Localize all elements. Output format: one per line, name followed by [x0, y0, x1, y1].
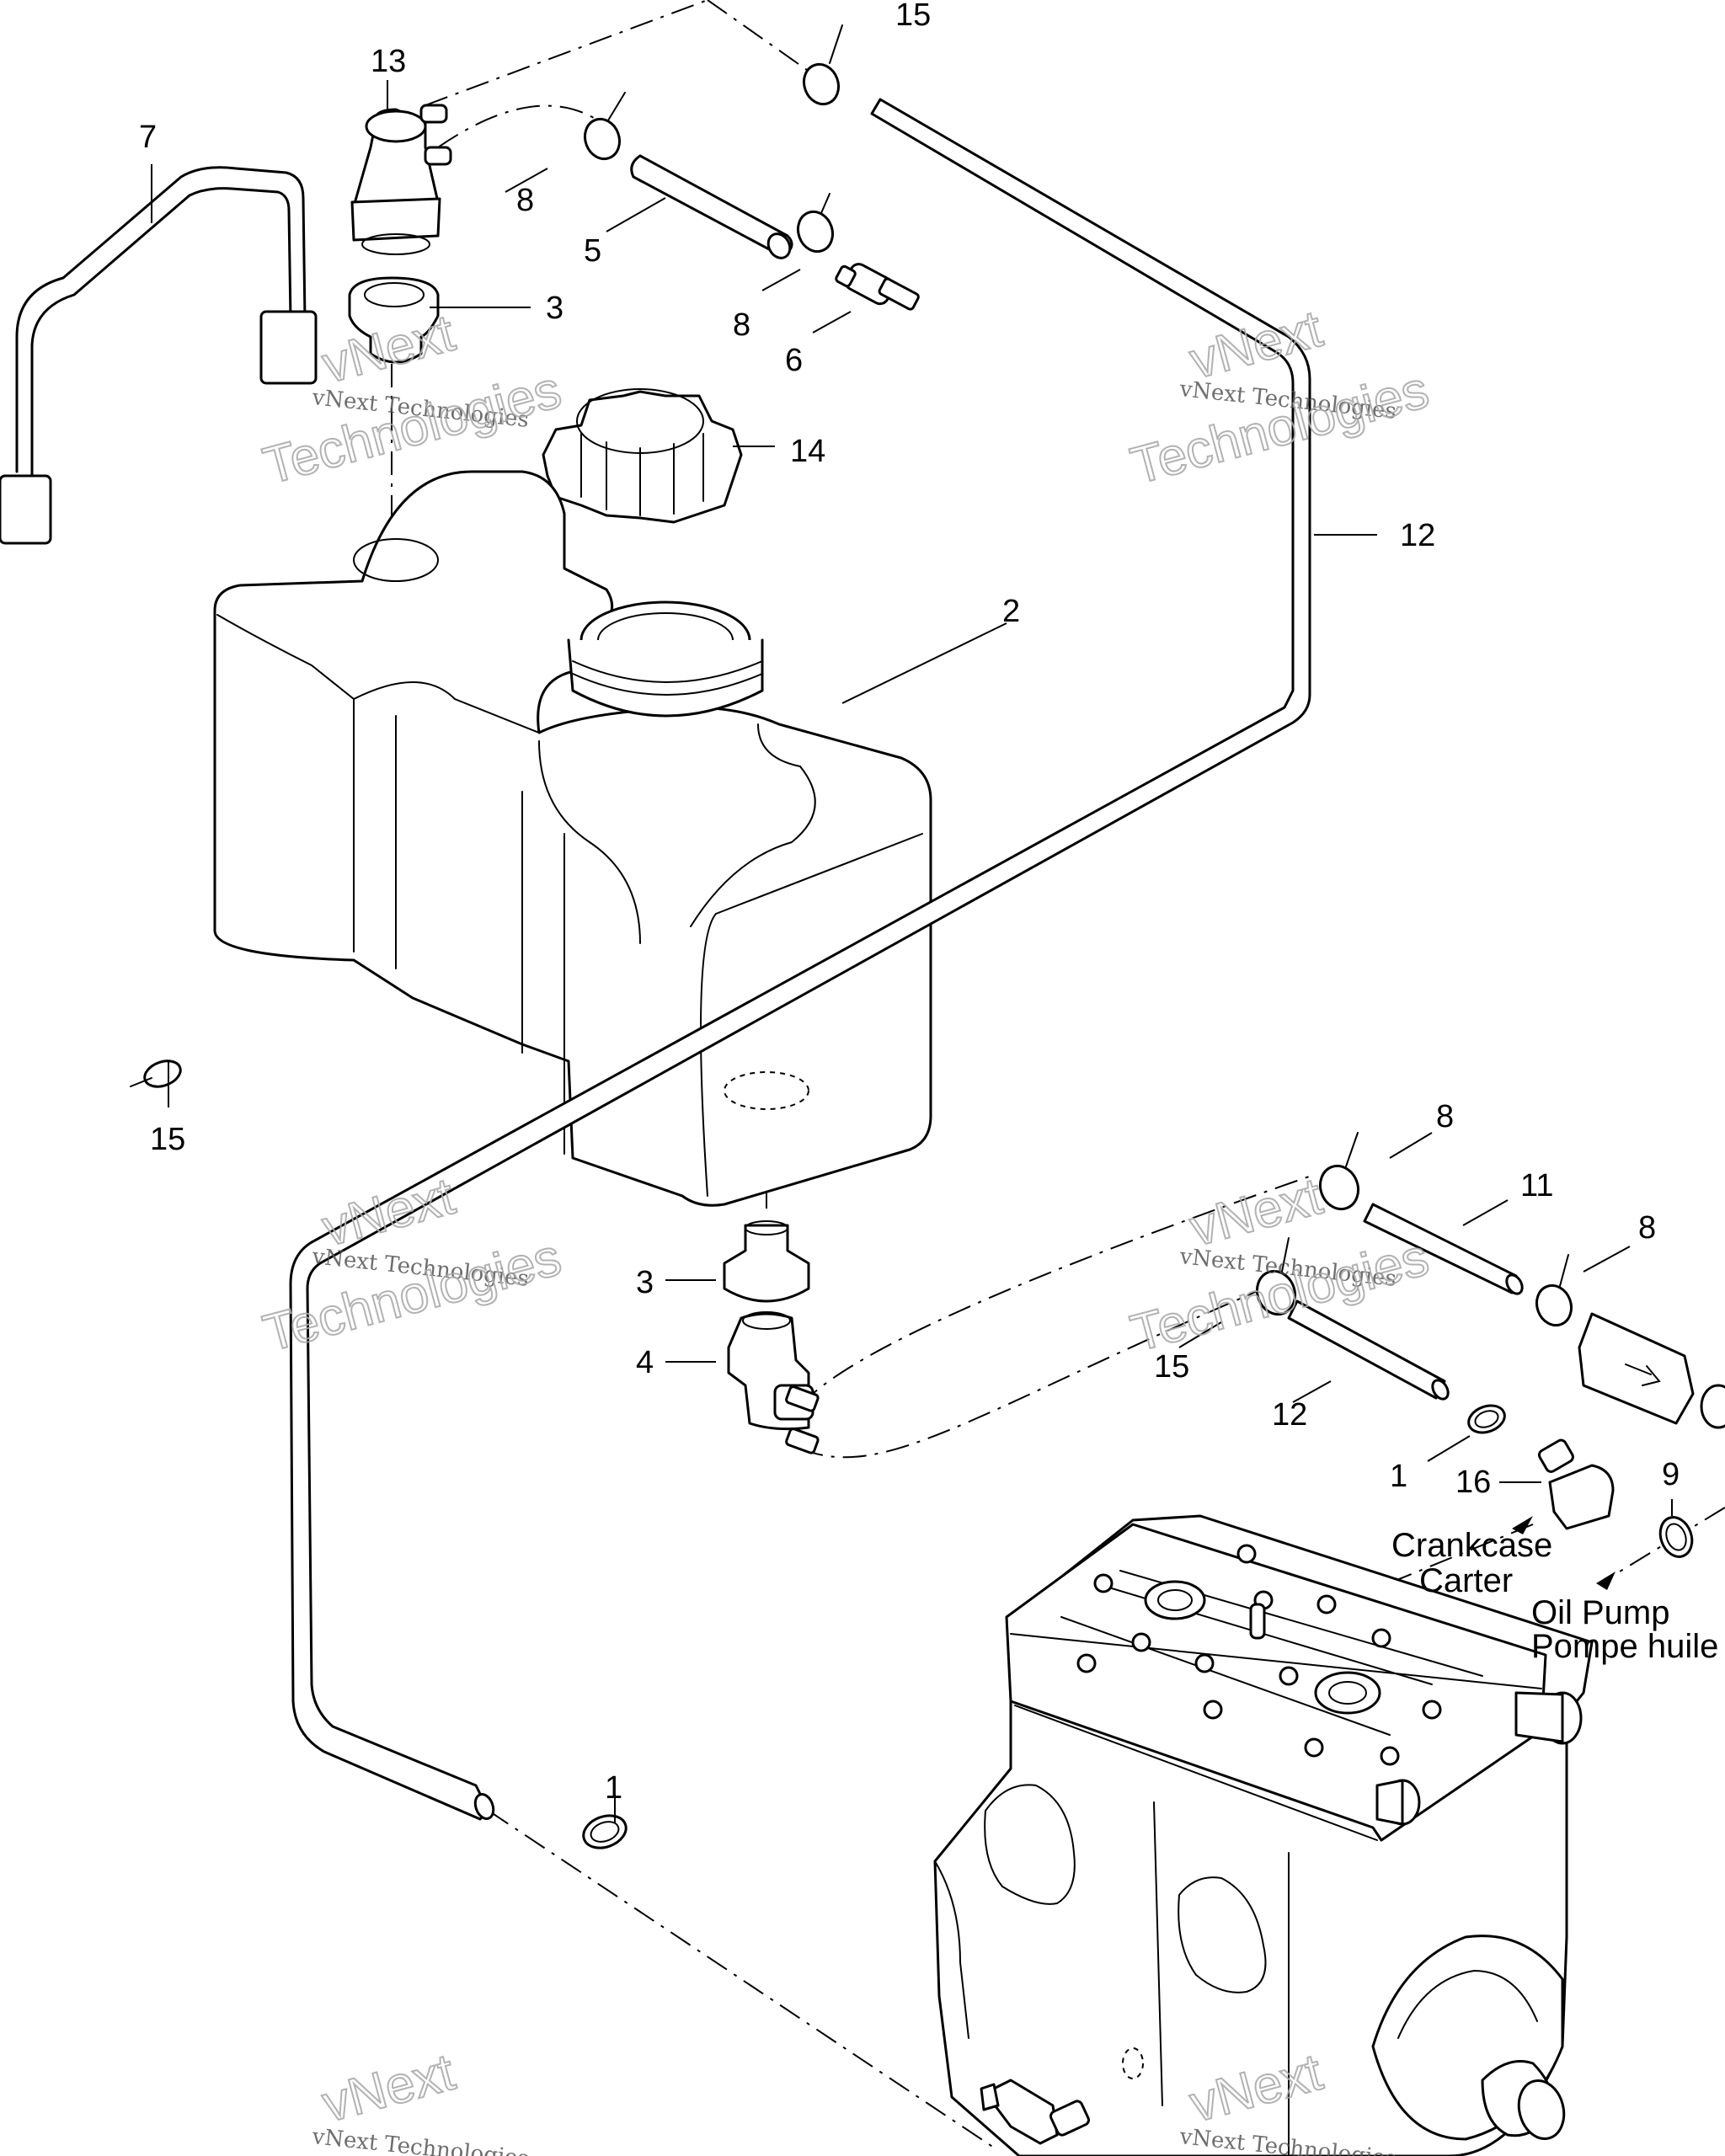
callout-13: 13: [371, 44, 406, 79]
vent-hose: [630, 154, 793, 259]
callout-11: 11: [1520, 1168, 1553, 1203]
note-oil-pump: Oil Pump: [1531, 1594, 1670, 1631]
watermark-big-2b: Technologies: [1125, 360, 1434, 495]
crankcase-route-line: [1347, 1524, 1534, 1601]
vent-route-line-2: [707, 0, 822, 81]
engine-elbow-fitting: [980, 2079, 1090, 2145]
callout-8-right2: 8: [1638, 1210, 1656, 1246]
arrow-crankcase-icon: [1512, 1516, 1533, 1534]
tie-clamp-6: [1255, 1237, 1297, 1316]
tie-clamp-4: [130, 1059, 182, 1088]
callout-7: 7: [139, 120, 157, 155]
vent-hose-long: [289, 98, 1311, 1821]
callout-5: 5: [584, 233, 601, 269]
callout-8-mid: 8: [733, 307, 750, 343]
callout-15-left: 15: [150, 1122, 185, 1157]
callout-2: 2: [1002, 594, 1020, 629]
tie-clamp-7: [1535, 1254, 1573, 1327]
watermark-big-4a: vNext: [1184, 1167, 1328, 1258]
direction-arrows: [1512, 1516, 1616, 1590]
note-crankcase: Crankcase: [1391, 1527, 1552, 1564]
grommet-bottom: [723, 1220, 810, 1303]
tie-clamp-5: [1318, 1132, 1360, 1211]
oilpump-route-line: [1599, 1507, 1725, 1584]
callout-15-right: 15: [1154, 1349, 1189, 1385]
callout-3-bottom: 3: [636, 1265, 654, 1300]
callout-12-right: 12: [1272, 1397, 1307, 1433]
hose-12-short: [1287, 1299, 1450, 1401]
gear-clamp-2: [582, 1814, 628, 1849]
check-valve: [835, 263, 920, 311]
callout-9: 9: [1662, 1457, 1680, 1492]
fill-cap: [542, 388, 743, 524]
return-route-line: [799, 1174, 1315, 1407]
retaining-strap: [0, 166, 318, 545]
elbow-fitting: [727, 1311, 820, 1454]
oil-tank: [213, 470, 932, 1207]
callout-12-top: 12: [1400, 518, 1435, 553]
note-carter: Carter: [1419, 1562, 1513, 1599]
strap-buckle-top: [259, 310, 318, 385]
callout-16: 16: [1455, 1465, 1491, 1500]
callout-14: 14: [790, 434, 825, 469]
callout-8-right1: 8: [1436, 1099, 1454, 1134]
gear-clamp-1: [1467, 1404, 1506, 1434]
callout-1-bottom: 1: [605, 1770, 622, 1806]
hose-11: [1363, 1203, 1524, 1295]
gear-clamp-9: [1658, 1516, 1694, 1558]
bottom-route-line: [488, 1810, 995, 2148]
callout-1-right: 1: [1390, 1459, 1407, 1494]
watermark-big-5a: vNext: [317, 2043, 461, 2134]
callout-6: 6: [785, 343, 803, 378]
vent-hose-route: [437, 104, 595, 148]
callout-15-top: 15: [895, 0, 931, 33]
watermark-big-4b: Technologies: [1125, 1228, 1434, 1363]
arrow-oilpump-icon: [1596, 1572, 1616, 1590]
leader-lines: [151, 80, 1673, 1823]
callout-labels: 13 15 7 8 5 3 8 6 14 12 2 15 8 11 8 3 4 …: [139, 0, 1680, 1806]
tie-clamp-1: [583, 92, 626, 161]
grommet-top: [348, 276, 440, 364]
direction-notes: Crankcase Carter Oil Pump Pompe huile: [1391, 1527, 1718, 1665]
note-pompe-huile: Pompe huile: [1531, 1628, 1718, 1665]
elbow-fitting-16: [1537, 1438, 1615, 1530]
callout-4: 4: [636, 1345, 654, 1380]
vent-fitting: [350, 104, 452, 255]
tie-clamp-3: [802, 24, 843, 106]
watermark-big-3a: vNext: [317, 1167, 461, 1258]
oil-filter: [1578, 1312, 1725, 1429]
callout-8-top: 8: [516, 183, 534, 218]
strap-buckle-bottom: [0, 474, 52, 545]
vent-route-line: [425, 0, 708, 106]
tie-clamp-2: [796, 193, 835, 253]
callout-3-top: 3: [546, 291, 563, 326]
engine-block: [933, 1514, 1594, 2156]
